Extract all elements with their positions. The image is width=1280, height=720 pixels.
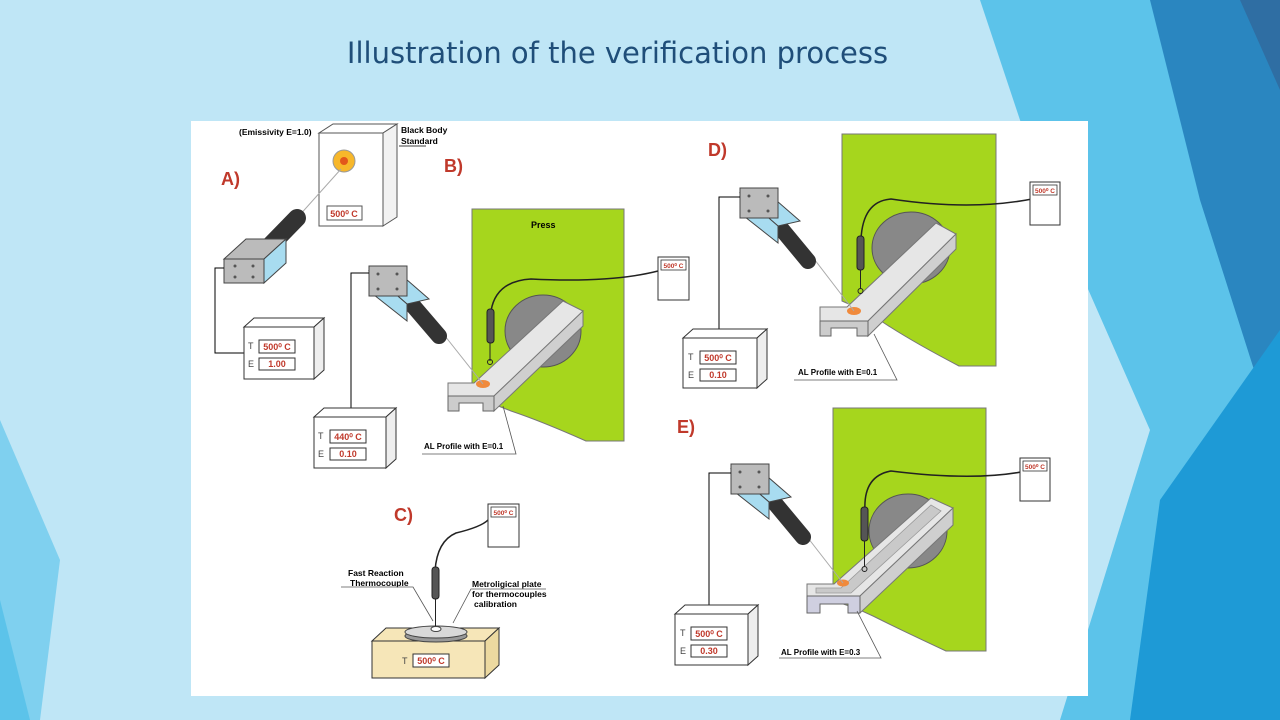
ir-pyrometer-e <box>729 463 811 545</box>
readout-d-t-value: 500⁰ C <box>704 353 732 363</box>
readout-a: T 500⁰ C E 1.00 <box>242 316 326 381</box>
thermo-display-d: 500⁰ C <box>1029 181 1061 226</box>
thermo-display-d-value: 500⁰ C <box>1035 187 1055 195</box>
al-profile-d <box>819 222 957 338</box>
plate-label-line3: calibration <box>474 599 517 609</box>
plate-label-line1: Metroligical plate <box>472 579 542 589</box>
thermocouple-e <box>860 470 1022 572</box>
blackbody-label-line1: Black Body <box>401 125 448 135</box>
ir-pyrometer-d <box>738 187 816 269</box>
slide-title: Illustration of the verification process <box>346 36 889 70</box>
readout-b-t-label: T <box>318 431 324 441</box>
panel-b-letter: B) <box>444 156 463 176</box>
blackbody-label-line2: Standard <box>401 136 438 146</box>
readout-e-e-value: 0.30 <box>700 646 718 656</box>
thermocouple-c <box>431 519 489 626</box>
readout-b-e-value: 0.10 <box>339 449 357 459</box>
blackbody-temp: 500⁰ C <box>330 209 358 219</box>
panel-c-letter: C) <box>394 505 413 525</box>
panel-a-letter: A) <box>221 169 240 189</box>
profile-e-label: AL Profile with E=0.3 <box>781 648 861 657</box>
thermocouple-b <box>486 270 659 365</box>
readout-b-t-value: 440⁰ C <box>334 432 362 442</box>
plate-label-line2: for thermocouples <box>472 589 547 599</box>
metrological-plate <box>404 625 468 643</box>
thermo-display-c: 500⁰ C <box>487 503 520 548</box>
thermocouple-label-line1: Fast Reaction <box>348 568 404 578</box>
readout-d-t-label: T <box>688 352 694 362</box>
thermo-display-e-value: 500⁰ C <box>1025 463 1045 471</box>
readout-a-e-label: E <box>248 359 254 369</box>
thermocouple-d <box>856 198 1033 294</box>
readout-a-e-value: 1.00 <box>268 359 286 369</box>
verification-diagram: A) (Emissivity E=1.0) 500⁰ C Black Body … <box>191 121 1088 696</box>
al-profile-b <box>447 300 584 413</box>
readout-a-t-value: 500⁰ C <box>263 342 291 352</box>
panel-e-letter: E) <box>677 417 695 437</box>
thermo-display-b-value: 500⁰ C <box>664 262 684 270</box>
readout-b-e-label: E <box>318 449 324 459</box>
black-body-box: 500⁰ C <box>317 123 399 227</box>
panel-b: B) Press T 440⁰ C <box>312 156 690 470</box>
readout-d-e-value: 0.10 <box>709 370 727 380</box>
panel-c: C) T 500⁰ C 500⁰ C Fast Reaction Thermoc… <box>341 503 547 680</box>
press-label: Press <box>531 220 556 230</box>
base-t-value: 500⁰ C <box>417 656 445 666</box>
thermo-display-e: 500⁰ C <box>1019 457 1051 502</box>
thermo-display-c-value: 500⁰ C <box>494 509 514 517</box>
readout-b: T 440⁰ C E 0.10 <box>312 406 398 470</box>
ir-pyrometer-b <box>367 265 447 344</box>
readout-d-e-label: E <box>688 370 694 380</box>
base-t-label: T <box>402 656 408 666</box>
readout-e: T 500⁰ C E 0.30 <box>673 603 760 667</box>
profile-d-label: AL Profile with E=0.1 <box>798 368 878 377</box>
panel-d: D) T 500⁰ C E 0.10 <box>681 133 1061 390</box>
emissivity-note: (Emissivity E=1.0) <box>239 127 312 137</box>
ir-pyrometer-a <box>222 209 306 285</box>
profile-b-label: AL Profile with E=0.1 <box>424 442 504 451</box>
panel-e: E) T 500⁰ C E 0.30 <box>673 407 1051 667</box>
readout-e-t-value: 500⁰ C <box>695 629 723 639</box>
readout-d: T 500⁰ C E 0.10 <box>681 327 769 390</box>
thermocouple-label-line2: Thermocouple <box>350 578 409 588</box>
panel-d-letter: D) <box>708 140 727 160</box>
thermo-display-b: 500⁰ C <box>657 256 690 301</box>
readout-a-t-label: T <box>248 341 254 351</box>
readout-e-e-label: E <box>680 646 686 656</box>
panel-a: A) (Emissivity E=1.0) 500⁰ C Black Body … <box>214 123 448 381</box>
readout-e-t-label: T <box>680 628 686 638</box>
